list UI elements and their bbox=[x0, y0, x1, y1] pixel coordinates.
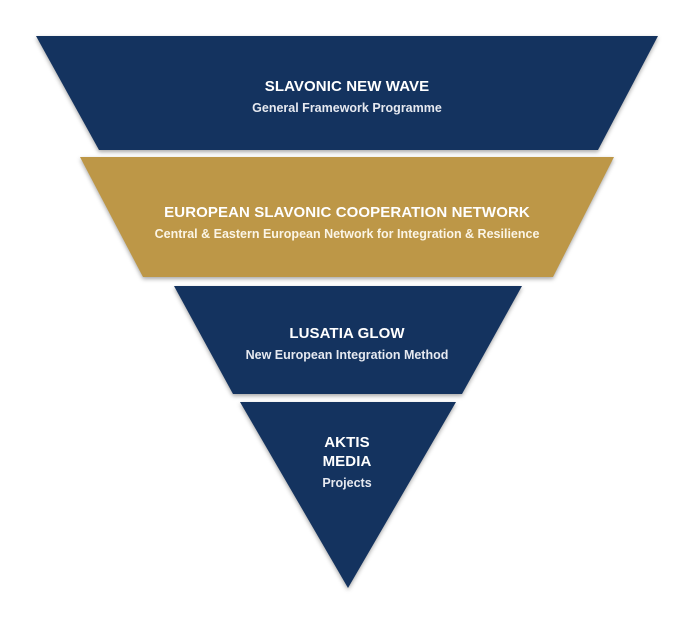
level-2-label: EUROPEAN SLAVONIC COOPERATION NETWORK Ce… bbox=[0, 204, 694, 241]
level-3-subtitle: New European Integration Method bbox=[245, 348, 449, 362]
level-1-subtitle: General Framework Programme bbox=[252, 101, 442, 115]
level-4-title-line1: AKTIS bbox=[324, 434, 370, 451]
level-3-title: LUSATIA GLOW bbox=[289, 325, 405, 342]
level-1-title: SLAVONIC NEW WAVE bbox=[264, 78, 430, 95]
level-2-shape bbox=[80, 157, 614, 277]
level-4-shape bbox=[240, 402, 456, 588]
level-1-shape bbox=[36, 36, 658, 150]
level-4-label: AKTIS MEDIA Projects bbox=[0, 434, 694, 490]
level-3-label: LUSATIA GLOW New European Integration Me… bbox=[0, 325, 694, 362]
level-2-title: EUROPEAN SLAVONIC COOPERATION NETWORK bbox=[164, 204, 530, 221]
level-3-shape bbox=[174, 286, 522, 394]
level-1-label: SLAVONIC NEW WAVE General Framework Prog… bbox=[0, 78, 694, 115]
level-4-subtitle: Projects bbox=[322, 476, 372, 490]
level-2-subtitle: Central & Eastern European Network for I… bbox=[154, 227, 540, 241]
level-4-title-line2: MEDIA bbox=[322, 453, 372, 470]
